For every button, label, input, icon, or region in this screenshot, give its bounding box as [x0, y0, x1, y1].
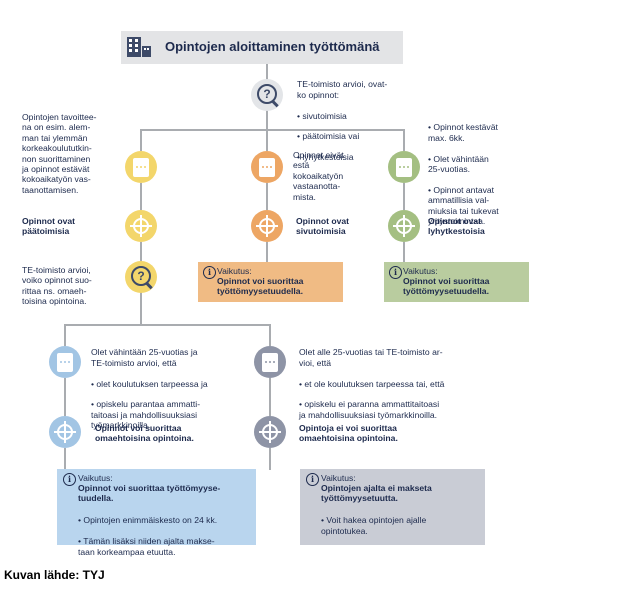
- result-heading: Vaikutus:: [321, 473, 356, 483]
- result-box-sivutoimisia: i Vaikutus: Opinnot voi suorittaa työttö…: [198, 262, 343, 302]
- target-icon: [130, 215, 152, 237]
- result-heading: Vaikutus:: [78, 473, 113, 483]
- result-text: Opinnot voi suorittaa työttömyyse- tuude…: [78, 483, 221, 504]
- result-box-lyhytkestoisia: i Vaikutus: Opinnot voi suorittaa työttö…: [384, 262, 529, 302]
- connector-line: [403, 129, 405, 151]
- branch-2-intro: Olet alle 25-vuotias tai TE-toimisto ar-…: [299, 347, 443, 368]
- target-node-blue: [49, 416, 81, 448]
- target-icon: [259, 421, 281, 443]
- right-criterion: • Opinnot kestävät max. 6kk.: [428, 122, 498, 143]
- connector-line: [140, 242, 142, 262]
- page-title: Opintojen aloittaminen työttömänä: [165, 39, 380, 54]
- connector-line: [266, 183, 268, 210]
- right-criterion: • Opinnot antavat ammatillisia val- miuk…: [428, 184, 499, 227]
- image-source-caption: Kuvan lähde: TYJ: [4, 568, 105, 582]
- connector-line: [64, 324, 271, 326]
- q1-option: • päätoimisia vai: [297, 131, 360, 142]
- q1-text: TE-toimisto arvioi, ovat- ko opinnot: • …: [297, 69, 387, 173]
- label-lyhytkestoisia: Opinnot ovat lyhytkestoisia: [428, 216, 485, 237]
- document-icon: [57, 353, 73, 372]
- document-icon: [133, 158, 149, 177]
- label-sivutoimisia: Opinnot ovat sivutoimisia: [296, 216, 349, 237]
- document-node-slate: [254, 346, 286, 378]
- building-office-icon: [126, 36, 152, 58]
- connector-line: [140, 292, 142, 324]
- branch-1-intro: Olet vähintään 25-vuotias ja TE-toimisto…: [91, 347, 198, 368]
- connector-line: [266, 242, 268, 262]
- connector-line: [266, 129, 268, 151]
- result-heading: Vaikutus:: [403, 266, 438, 276]
- result-box-ei-omaehtoinen: i Vaikutus: Opintojen ajalta ei makseta …: [300, 469, 485, 545]
- connector-line: [269, 324, 271, 346]
- document-node-green: [388, 151, 420, 183]
- result-detail: • Tämän lisäksi niiden ajalta makse- taa…: [78, 536, 215, 557]
- target-icon: [393, 215, 415, 237]
- result-text: Opinnot voi suorittaa työttömyysetuudell…: [403, 276, 490, 297]
- info-icon: i: [306, 473, 319, 486]
- branch-1-item: • olet koulutuksen tarpeessa ja: [91, 378, 208, 389]
- document-node-yellow: [125, 151, 157, 183]
- connector-line: [266, 64, 268, 82]
- result-detail: • Voit hakea opintojen ajalle opintotuke…: [321, 515, 427, 536]
- target-icon: [54, 421, 76, 443]
- target-icon: [256, 215, 278, 237]
- result-box-omaehtoinen: i Vaikutus: Opinnot voi suorittaa työttö…: [57, 469, 256, 557]
- connector-line: [403, 242, 405, 262]
- connector-line: [64, 448, 66, 470]
- result-text: Opinnot voi suorittaa työttömyysetuudell…: [217, 276, 304, 297]
- document-node-blue: [49, 346, 81, 378]
- document-icon: [259, 158, 275, 177]
- q1-question: TE-toimisto arvioi, ovat- ko opinnot:: [297, 79, 388, 100]
- document-icon: [262, 353, 278, 372]
- target-node-green: [388, 210, 420, 242]
- right-description: • Opinnot kestävät max. 6kk. • Olet vähi…: [428, 112, 499, 237]
- connector-line: [140, 129, 405, 131]
- result-details: • Opintojen enimmäiskesto on 24 kk. • Tä…: [78, 505, 217, 567]
- result-heading: Vaikutus:: [217, 266, 252, 276]
- branch-2-item: • opiskelu ei paranna ammattitaitoasi ja…: [299, 399, 440, 420]
- info-icon: i: [63, 473, 76, 486]
- label-omaehtoinen-ei: Opintoja ei voi suorittaa omaehtoisina o…: [299, 423, 398, 444]
- target-node-slate: [254, 416, 286, 448]
- result-detail: • Opintojen enimmäiskesto on 24 kk.: [78, 515, 218, 526]
- label-omaehtoinen-kylla: Opinnot voi suorittaa omaehtoisina opint…: [95, 423, 194, 444]
- info-icon: i: [203, 266, 216, 279]
- question-node-1: ?: [251, 79, 283, 111]
- label-paatoimisia: Opinnot ovat päätoimisia: [22, 216, 75, 237]
- q1-option: • sivutoimisia: [297, 110, 347, 121]
- connector-line: [269, 448, 271, 470]
- branch-2-item: • et ole koulutuksen tarpeessa tai, että: [299, 378, 445, 389]
- connector-line: [403, 183, 405, 210]
- connector-line: [266, 110, 268, 130]
- q2-text: TE-toimisto arvioi, voiko opinnot suo- r…: [22, 265, 92, 307]
- connector-line: [64, 378, 66, 416]
- question-node-2: ?: [125, 261, 157, 293]
- branch-1-item: • opiskelu parantaa ammatti- taitoasi ja…: [91, 399, 201, 431]
- connector-line: [269, 378, 271, 416]
- q1-option: • lyhytkestoisia: [297, 152, 354, 163]
- middle-description: Opinnot eivät estä kokoaikatyön vastaano…: [293, 150, 344, 202]
- left-description: Opintojen tavoittee- na on esim. alem- m…: [22, 112, 97, 195]
- branch-2-description: Olet alle 25-vuotias tai TE-toimisto ar-…: [299, 337, 444, 431]
- result-text: Opintojen ajalta ei makseta työttömyyset…: [321, 483, 432, 504]
- target-node-orange: [251, 210, 283, 242]
- document-icon: [396, 158, 412, 177]
- info-icon: i: [389, 266, 402, 279]
- connector-line: [140, 183, 142, 210]
- target-node-yellow: [125, 210, 157, 242]
- document-node-orange: [251, 151, 283, 183]
- result-details: • Voit hakea opintojen ajalle opintotuke…: [321, 505, 426, 547]
- right-criterion: • Olet vähintään 25-vuotias.: [428, 153, 489, 175]
- connector-line: [140, 129, 142, 151]
- connector-line: [64, 324, 66, 346]
- branch-1-description: Olet vähintään 25-vuotias ja TE-toimisto…: [91, 337, 208, 441]
- header-bar: [121, 31, 403, 64]
